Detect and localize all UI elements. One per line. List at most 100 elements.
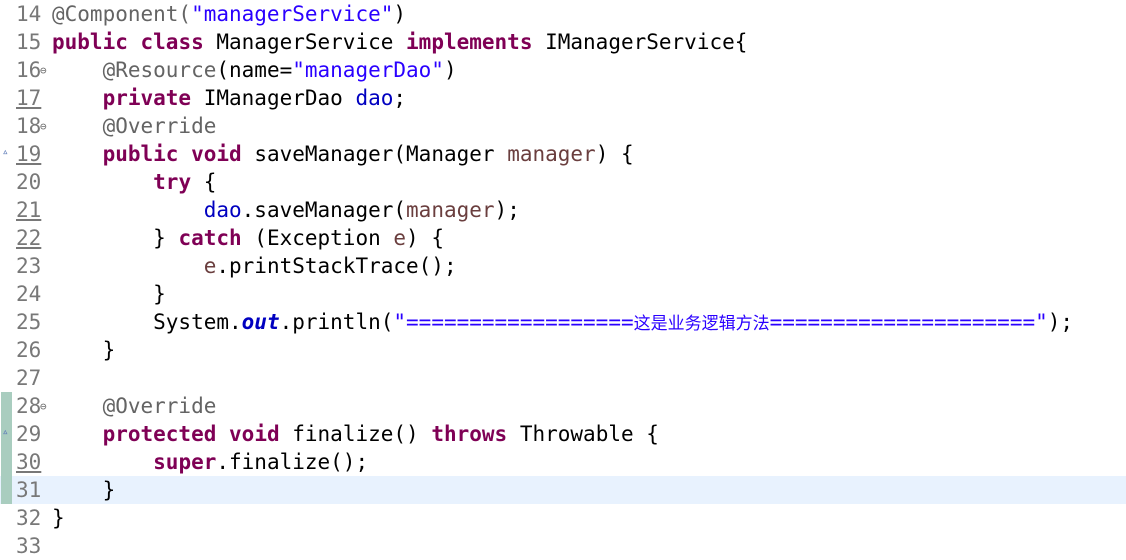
code-token: "managerDao" [292,58,444,82]
code-line[interactable]: 25 System.out.println("=================… [0,308,1126,336]
code-token: @Component( [52,2,192,26]
code-text[interactable]: } [52,504,65,532]
code-line[interactable]: 31 } [0,476,1126,504]
code-text[interactable]: @Resource(name="managerDao") [52,56,457,84]
code-text[interactable]: @Override [52,112,217,140]
line-number: 33 [16,534,42,558]
line-number-gutter[interactable]: 16⊖ [0,56,48,84]
code-text[interactable]: dao.saveManager(manager); [52,196,520,224]
line-number-gutter[interactable]: 22 [0,224,48,252]
code-line[interactable]: 14@Component("managerService") [0,0,1126,28]
code-token [216,422,229,446]
code-token: 这是业务逻辑方法 [633,314,770,334]
code-text[interactable]: System.out.println("==================这是… [52,308,1073,336]
code-line[interactable]: 22 } catch (Exception e) { [0,224,1126,252]
line-number-gutter[interactable]: 14 [0,0,48,28]
code-line[interactable]: ▵29 protected void finalize() throws Thr… [0,420,1126,448]
fold-toggle-icon[interactable]: ⊖ [40,400,47,413]
code-line[interactable]: 28⊖ @Override [0,392,1126,420]
code-text[interactable]: super.finalize(); [52,448,368,476]
line-number: 17 [16,86,42,110]
line-number-gutter[interactable]: ▵29 [0,420,48,448]
code-line[interactable]: 32} [0,504,1126,532]
line-number: 19 [16,142,42,166]
code-line[interactable]: 16⊖ @Resource(name="managerDao") [0,56,1126,84]
code-text[interactable]: private IManagerDao dao; [52,84,406,112]
line-number-gutter[interactable]: 25 [0,308,48,336]
code-token: ) [393,2,407,26]
code-token: protected [102,422,217,446]
code-token: dao [355,86,394,110]
line-number: 28 [16,394,42,418]
override-marker-icon[interactable]: ▵ [2,425,9,438]
code-token [178,142,191,166]
code-line[interactable]: ▵ 19 public void saveManager(Manager mana… [0,140,1126,168]
code-token: } [52,478,116,502]
code-text[interactable]: try { [52,168,216,196]
line-number-gutter[interactable]: ▵ 19 [0,140,48,168]
line-number-gutter[interactable]: 23 [0,252,48,280]
override-marker-icon[interactable]: ▵ [2,145,9,158]
line-number-gutter[interactable]: 18⊖ [0,112,48,140]
line-number-gutter[interactable]: 30 [0,448,48,476]
line-number-gutter[interactable]: 32 [0,504,48,532]
code-line[interactable]: 26 } [0,336,1126,364]
code-token [52,254,204,278]
code-text[interactable]: protected void finalize() throws Throwab… [52,420,659,448]
line-number-gutter[interactable]: 27 [0,364,48,392]
code-line[interactable]: 24 } [0,280,1126,308]
line-number-gutter[interactable]: 15 [0,28,48,56]
line-number: 24 [16,282,42,306]
code-line[interactable]: 33 [0,532,1126,560]
line-number: 25 [16,310,42,334]
code-token: void [229,422,280,446]
line-number-gutter[interactable]: 24 [0,280,48,308]
code-text[interactable]: @Component("managerService") [52,0,406,28]
code-line[interactable]: 20 try { [0,168,1126,196]
code-token: (name= [216,58,293,82]
code-token [52,58,103,82]
line-number-gutter[interactable]: 31 [0,476,48,504]
code-token: .printStackTrace(); [216,254,457,278]
line-number-gutter[interactable]: 26 [0,336,48,364]
line-number: 21 [16,198,42,222]
code-line[interactable]: 18⊖ @Override [0,112,1126,140]
code-text[interactable]: @Override [52,392,217,420]
code-token: IManagerService{ [532,30,748,54]
code-token [52,114,103,138]
code-text[interactable]: } [52,280,166,308]
code-token: .finalize(); [216,450,369,474]
line-number-gutter[interactable]: 17 [0,84,48,112]
fold-toggle-icon[interactable]: ⊖ [40,120,47,133]
code-token: =====================" [769,310,1048,334]
code-token: ) [443,58,457,82]
code-token: e [393,226,407,250]
code-token: try [153,170,192,194]
code-token: } [52,226,179,250]
line-number-gutter[interactable]: 20 [0,168,48,196]
code-text[interactable]: public class ManagerService implements I… [52,28,747,56]
code-text[interactable]: e.printStackTrace(); [52,252,457,280]
line-number-gutter[interactable]: 21 [0,196,48,224]
code-text[interactable]: } [52,336,116,364]
code-token: public [52,30,128,54]
code-text[interactable]: } [52,476,116,504]
code-line[interactable]: 27 [0,364,1126,392]
code-line[interactable]: 17 private IManagerDao dao; [0,84,1126,112]
code-line[interactable]: 21 dao.saveManager(manager); [0,196,1126,224]
line-number-gutter[interactable]: 28⊖ [0,392,48,420]
fold-toggle-icon[interactable]: ⊖ [40,64,47,77]
code-token: Throwable { [507,422,659,446]
code-line[interactable]: 30 super.finalize(); [0,448,1126,476]
code-text[interactable]: } catch (Exception e) { [52,224,444,252]
line-number-gutter[interactable]: 33 [0,532,48,560]
line-number: 27 [16,366,42,390]
change-indicator [1,392,12,420]
line-number: 32 [16,506,42,530]
code-text[interactable]: public void saveManager(Manager manager)… [52,140,634,168]
code-line[interactable]: 23 e.printStackTrace(); [0,252,1126,280]
code-token: manager [406,198,495,222]
